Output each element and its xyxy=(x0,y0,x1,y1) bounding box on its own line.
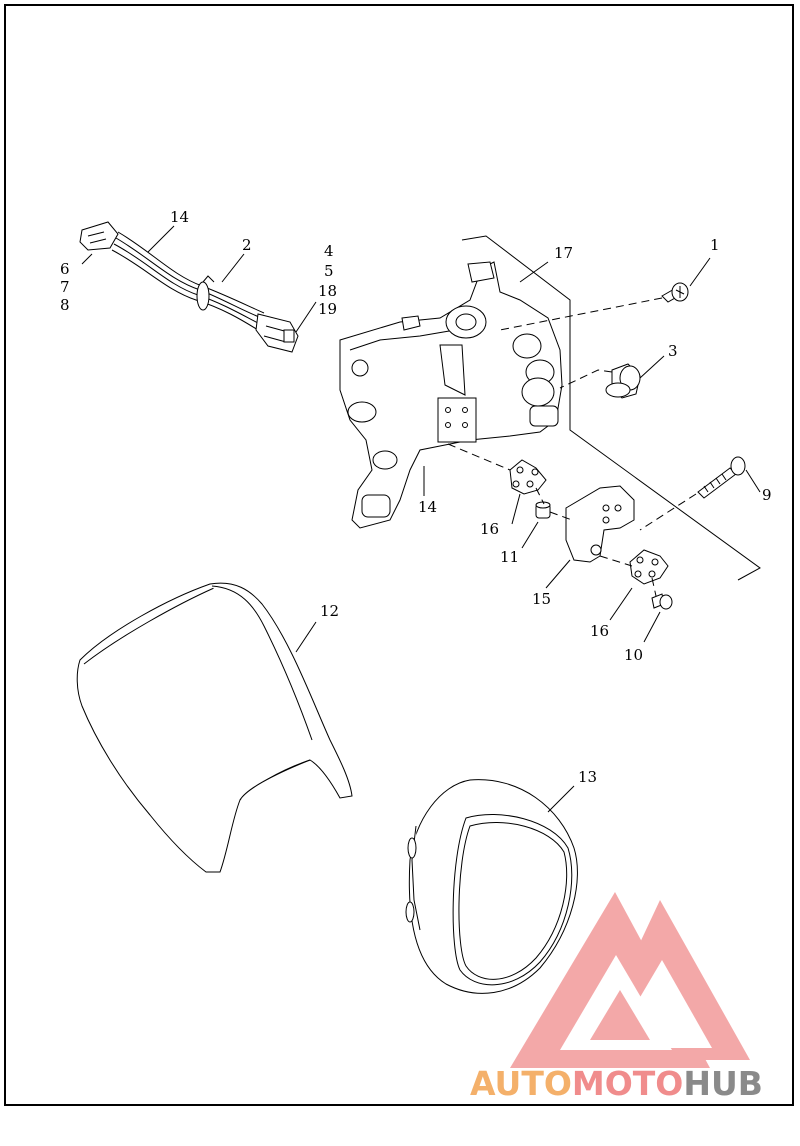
label-12: 12 xyxy=(320,602,339,620)
callout-labels: 14 2 4 5 18 19 6 7 8 1 3 17 14 9 16 11 1… xyxy=(60,208,772,786)
label-10: 10 xyxy=(624,646,643,664)
plate-16-lower xyxy=(629,549,669,585)
screw-1 xyxy=(661,282,689,303)
leader-lines xyxy=(81,225,761,813)
wiring-harness xyxy=(79,221,299,353)
label-3: 3 xyxy=(668,342,678,360)
plate-16-upper xyxy=(509,459,547,495)
long-screw-9 xyxy=(697,456,746,499)
label-2: 2 xyxy=(242,236,252,254)
label-17: 17 xyxy=(554,244,573,262)
label-16-lower: 16 xyxy=(590,622,609,640)
label-6: 6 xyxy=(60,260,70,278)
watermark-logo xyxy=(510,892,750,1068)
spacer-11 xyxy=(535,501,551,519)
label-14-harness: 14 xyxy=(170,208,189,226)
label-18: 18 xyxy=(318,282,337,300)
label-11: 11 xyxy=(500,548,519,566)
assembly-lines xyxy=(447,443,657,597)
label-1: 1 xyxy=(710,236,720,254)
label-9: 9 xyxy=(762,486,772,504)
label-13: 13 xyxy=(578,768,597,786)
grommet-3 xyxy=(605,363,641,399)
watermark-text: AUTOMOTOHUB xyxy=(470,1064,763,1103)
label-16-upper: 16 xyxy=(480,520,499,538)
headlamp-cowl xyxy=(76,582,353,873)
screw-10 xyxy=(651,593,673,610)
mount-bracket-15 xyxy=(565,485,635,563)
label-5: 5 xyxy=(324,262,334,280)
headlamp xyxy=(405,779,578,994)
bracket-callout-frame xyxy=(461,235,761,581)
diagram-border xyxy=(4,4,794,1106)
label-15: 15 xyxy=(532,590,551,608)
label-4: 4 xyxy=(324,242,334,260)
label-19: 19 xyxy=(318,300,337,318)
label-7: 7 xyxy=(60,278,70,296)
label-8: 8 xyxy=(60,296,70,314)
label-14-bracket: 14 xyxy=(418,498,437,516)
